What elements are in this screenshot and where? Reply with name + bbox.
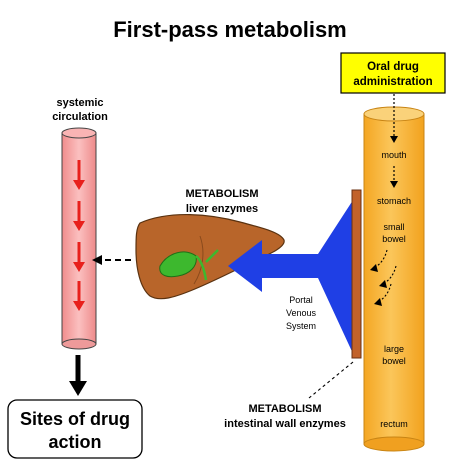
- gut-stomach: stomach: [377, 196, 411, 206]
- portal-line1: Portal: [289, 295, 313, 305]
- gut-mouth: mouth: [381, 150, 406, 160]
- liver-label-line1: METABOLISM: [185, 188, 258, 200]
- sites-line2: action: [48, 432, 101, 452]
- gut-small-bowel: bowel: [382, 234, 406, 244]
- diagram-title: First-pass metabolism: [113, 17, 347, 42]
- liver-to-circulation-arrow: [92, 255, 131, 265]
- systemic-line2: circulation: [52, 111, 108, 123]
- gut-large: large: [384, 344, 404, 354]
- oral-drug-line2: administration: [353, 76, 432, 88]
- gut-large-bowel: bowel: [382, 356, 406, 366]
- gut-tube: [363, 106, 425, 452]
- mouth-to-stomach-arrow: [390, 166, 398, 188]
- oral-drug-line1: Oral drug: [367, 61, 419, 73]
- liver-label-line2: liver enzymes: [186, 203, 258, 215]
- systemic-line1: systemic: [56, 97, 103, 109]
- intestinal-wall: [351, 189, 362, 359]
- gut-rectum: rectum: [380, 419, 408, 429]
- vessel-flow-arrows: [73, 160, 85, 311]
- to-sites-arrow: [69, 355, 87, 396]
- gut-small: small: [383, 222, 404, 232]
- portal-line2: Venous: [286, 308, 317, 318]
- gallbladder-icon: [159, 249, 219, 281]
- oral-entry-arrow: [390, 94, 398, 143]
- intestinal-pointer-line: [308, 361, 354, 399]
- sites-line1: Sites of drug: [20, 409, 130, 429]
- intestinal-label-line1: METABOLISM: [248, 403, 321, 415]
- absorption-arrowheads: [370, 264, 387, 306]
- oral-drug-box: [340, 52, 446, 94]
- intestinal-label-line2: intestinal wall enzymes: [224, 418, 346, 430]
- portal-line3: System: [286, 321, 316, 331]
- portal-vein-arrow: [228, 197, 355, 358]
- sites-box: [7, 399, 143, 459]
